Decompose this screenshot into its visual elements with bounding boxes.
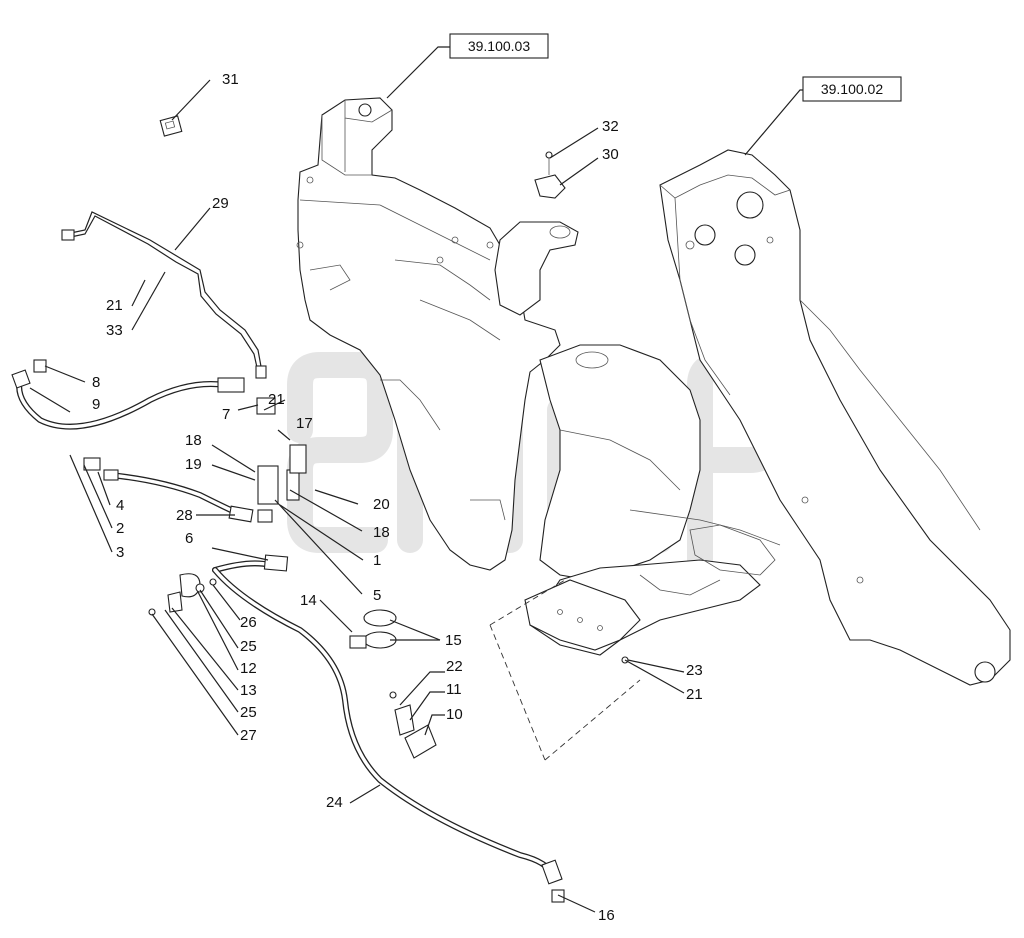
support-bracket [494,221,579,316]
callout-21: 21 [106,297,123,314]
callout-29: 29 [212,195,229,212]
callout-25: 25 [240,704,257,721]
mounting-plate [524,524,776,651]
callout-17: 17 [296,415,313,432]
callout-31: 31 [222,71,239,88]
callout-8: 8 [92,374,100,391]
callout-14: 14 [300,592,317,609]
reference-box-39-100-03[interactable]: 39.100.03 [449,33,549,59]
small-parts [148,115,629,759]
callout-27: 27 [240,727,257,744]
leader-lines [29,46,805,913]
reference-label: 39.100.02 [821,81,883,97]
dashed-outline [489,579,641,761]
hoses [11,211,565,903]
callout-18: 18 [373,524,390,541]
callout-22: 22 [446,658,463,675]
callout-5: 5 [373,587,381,604]
callout-3: 3 [116,544,124,561]
callout-18: 18 [185,432,202,449]
callout-24: 24 [326,794,343,811]
callout-11: 11 [446,681,462,698]
callout-32: 32 [602,118,619,135]
callout-10: 10 [446,706,463,723]
callout-2: 2 [116,520,124,537]
callout-19: 19 [185,456,202,473]
callout-12: 12 [240,660,257,677]
callout-25: 25 [240,638,257,655]
reference-label: 39.100.03 [468,38,530,54]
callout-28: 28 [176,507,193,524]
frame-right [659,149,1011,686]
reference-box-39-100-02[interactable]: 39.100.02 [802,76,902,102]
callout-20: 20 [373,496,390,513]
callout-21: 21 [686,686,703,703]
frame-left [296,97,561,571]
callout-21: 21 [268,391,285,408]
callout-15: 15 [445,632,462,649]
callout-9: 9 [92,396,100,413]
callout-labels: 31 29 21 33 8 9 7 21 17 18 19 4 2 3 28 2… [92,71,703,924]
callout-1: 1 [373,552,381,569]
callout-33: 33 [106,322,123,339]
callout-13: 13 [240,682,257,699]
callout-7: 7 [222,406,230,423]
callout-26: 26 [240,614,257,631]
callout-30: 30 [602,146,619,163]
callout-6: 6 [185,530,193,547]
callout-4: 4 [116,497,124,514]
callout-16: 16 [598,907,615,924]
callout-23: 23 [686,662,703,679]
